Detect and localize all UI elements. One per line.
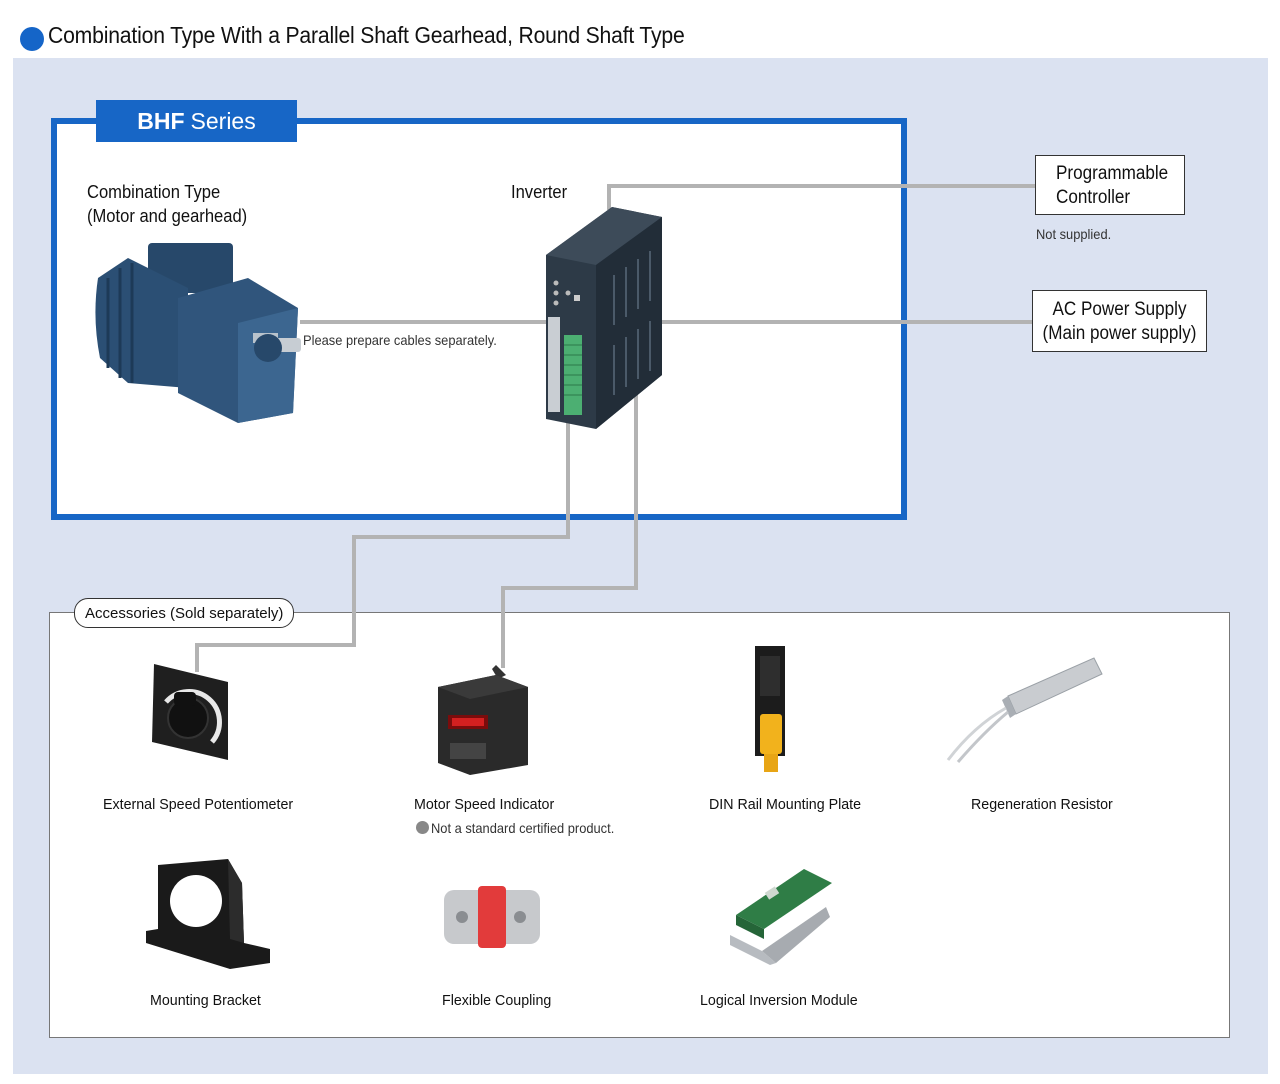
cable-inverter-plc (607, 184, 1036, 210)
inverter-image (546, 207, 662, 429)
plc-line1: Programmable (1056, 163, 1169, 184)
regeneration-resistor-image (946, 657, 1103, 763)
note-bullet-icon (416, 821, 429, 834)
accessory-label-potentiometer: External Speed Potentiometer (103, 796, 294, 813)
motor-label-line1: Combination Type (87, 182, 221, 202)
accessories-tag: Accessories (Sold separately) (74, 598, 295, 628)
accessory-label-flexible-coupling: Flexible Coupling (442, 992, 552, 1009)
plc-note: Not supplied. (1036, 226, 1112, 242)
cable-note: Please prepare cables separately. (303, 332, 497, 348)
accessory-label-din-rail: DIN Rail Mounting Plate (709, 796, 862, 813)
accessory-label-regeneration-resistor: Regeneration Resistor (971, 796, 1113, 813)
inverter-label: Inverter (511, 182, 568, 202)
power-line2: (Main power supply) (1042, 323, 1197, 344)
series-tab: BHF Series (96, 100, 297, 142)
din-rail-plate-image (755, 646, 785, 772)
motor-label: Combination Type (Motor and gearhead) (87, 180, 247, 228)
accessory-label-logical-inversion: Logical Inversion Module (700, 992, 858, 1009)
motor-label-line2: (Motor and gearhead) (87, 206, 248, 226)
plc-box: Programmable Controller (1035, 155, 1185, 215)
bullet-icon (20, 27, 44, 51)
flexible-coupling-image (444, 886, 540, 948)
accessory-label-mounting-bracket: Mounting Bracket (150, 992, 261, 1009)
logical-inversion-module-image (730, 869, 832, 965)
motor-image (95, 243, 301, 423)
page-title: Combination Type With a Parallel Shaft G… (48, 22, 685, 48)
series-name-bold: BHF (137, 107, 185, 134)
speed-indicator-image (438, 665, 528, 775)
potentiometer-image (152, 664, 228, 760)
accessory-note-speed-indicator: Not a standard certified product. (431, 820, 615, 836)
power-box: AC Power Supply (Main power supply) (1032, 290, 1207, 352)
series-name-rest: Series (190, 107, 256, 134)
accessories-box (49, 612, 1230, 1038)
accessory-label-speed-indicator: Motor Speed Indicator (414, 796, 555, 813)
power-line1: AC Power Supply (1052, 299, 1187, 320)
plc-line2: Controller (1056, 187, 1131, 208)
mounting-bracket-image (146, 859, 270, 969)
